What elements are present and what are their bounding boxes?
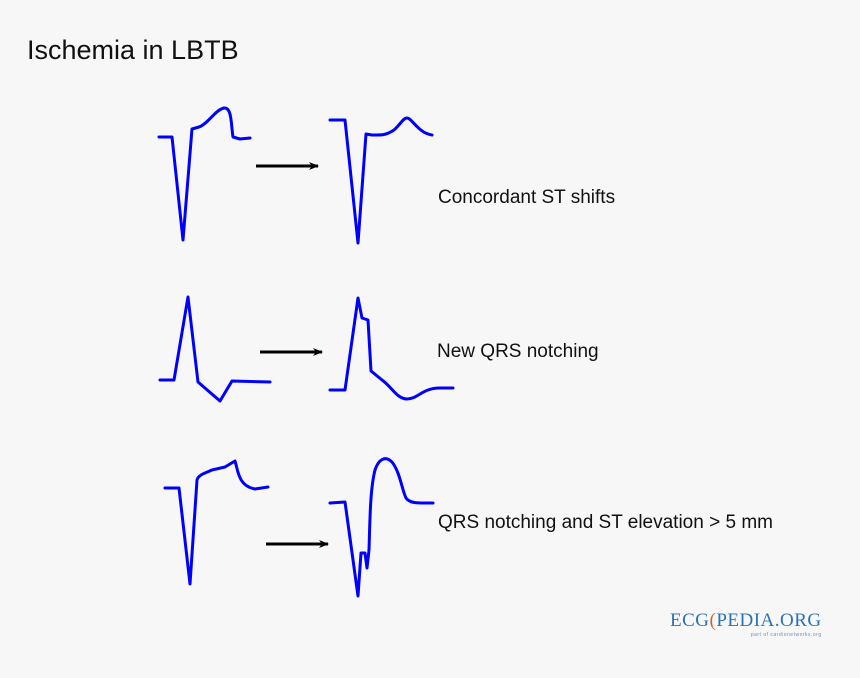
waveform-lbbb-baseline-1 — [157, 106, 252, 242]
waveform-lbbb-baseline-2 — [158, 295, 272, 403]
waveform-qrs-notching — [328, 296, 455, 401]
label-qrs-notching-st-elevation: QRS notching and ST elevation > 5 mm — [438, 512, 773, 533]
label-concordant-st: Concordant ST shifts — [438, 187, 616, 208]
waveform-concordant-st — [328, 116, 434, 245]
page-title: Ischemia in LBTB — [27, 35, 239, 65]
label-new-qrs-notching: New QRS notching — [437, 341, 599, 362]
waveform-lbbb-baseline-3 — [163, 459, 270, 586]
waveform-notching-st-elevation — [328, 457, 435, 598]
